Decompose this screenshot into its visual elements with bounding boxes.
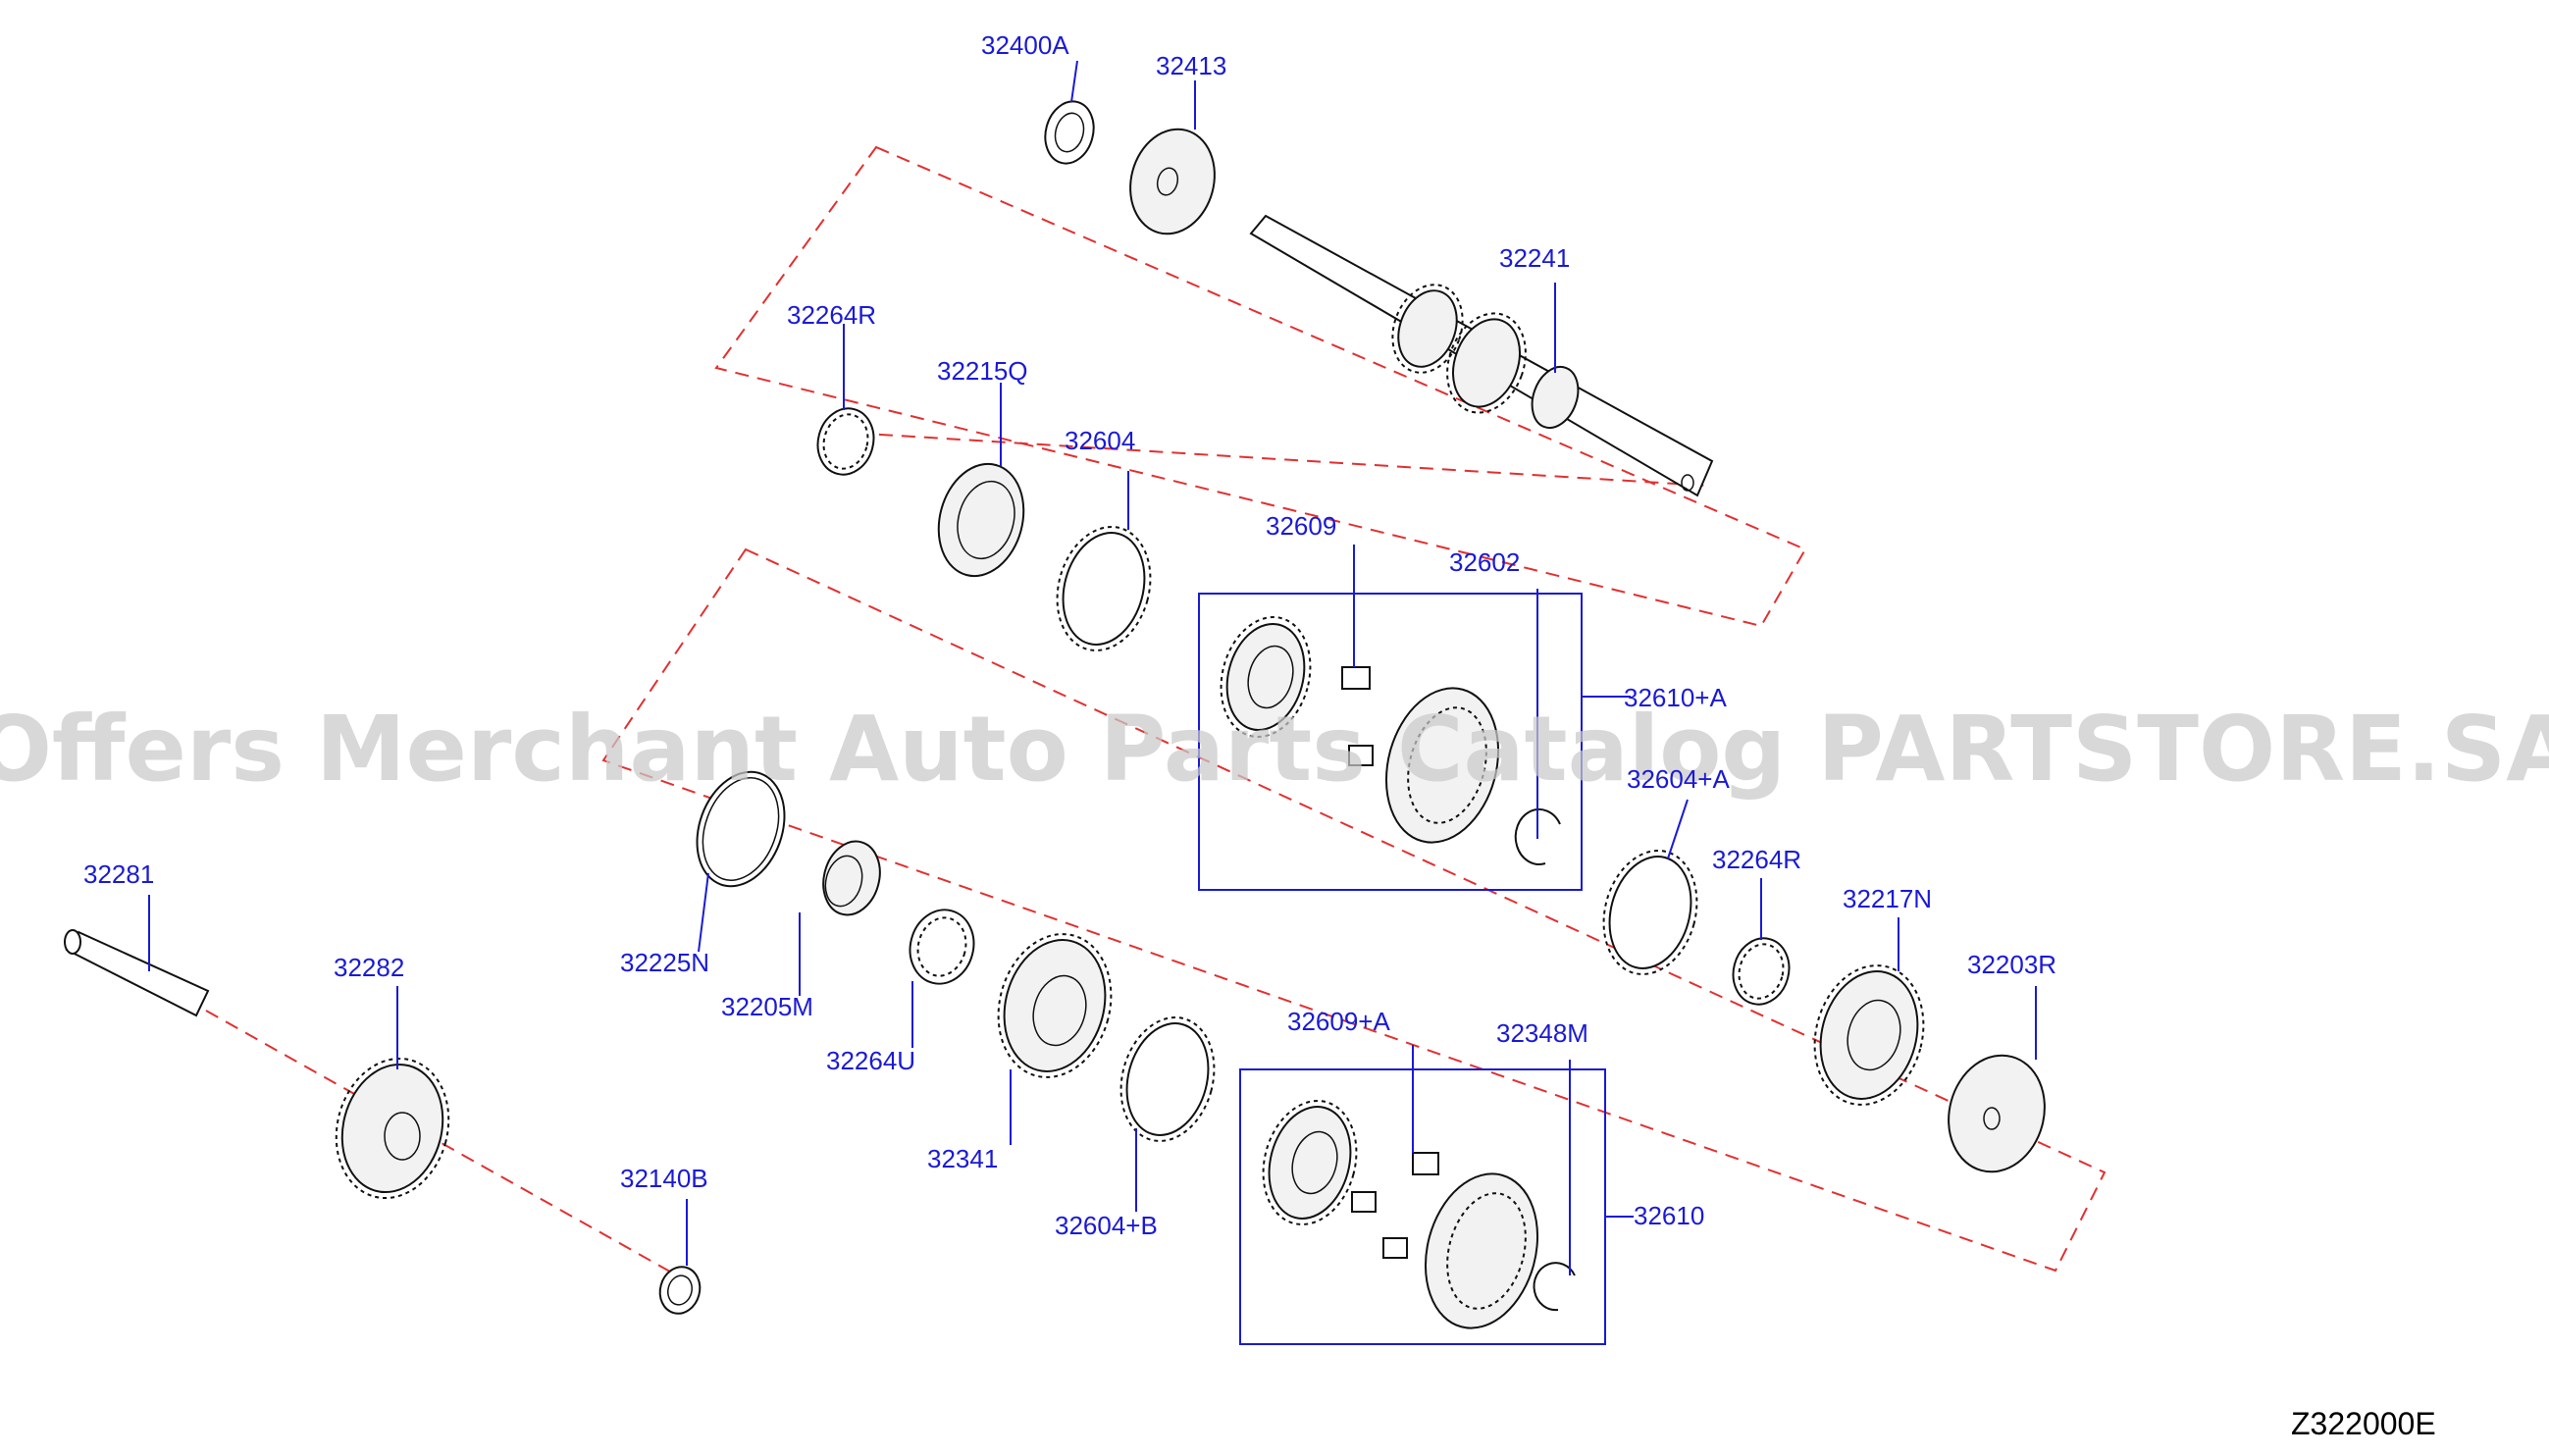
synchro-ring-32604[interactable] <box>1044 516 1164 660</box>
callout-32282[interactable]: 32282 <box>334 953 404 982</box>
callout-32264U[interactable]: 32264U <box>826 1046 915 1075</box>
synchronizer-box-upper <box>1198 593 1583 891</box>
bushing-32205M[interactable] <box>815 835 888 921</box>
callout-32413[interactable]: 32413 <box>1156 51 1226 80</box>
callout-32205M[interactable]: 32205M <box>721 992 813 1021</box>
mainshaft-32241[interactable] <box>1249 214 1714 497</box>
gear-32341[interactable] <box>983 921 1126 1090</box>
needle-bearing-32264R-top[interactable] <box>810 402 881 481</box>
shifting-key-32609A[interactable] <box>1351 1152 1439 1259</box>
callout-32341[interactable]: 32341 <box>927 1144 998 1173</box>
needle-bearing-32264U[interactable] <box>902 903 981 991</box>
leader-lines <box>148 60 2037 1275</box>
spacer-32413[interactable] <box>1118 120 1225 243</box>
upper-assembly-outline <box>714 145 1807 628</box>
countershaft-centerline <box>205 1010 678 1276</box>
synchro-hub-lower[interactable] <box>1250 1090 1370 1234</box>
callout-32604[interactable]: 32604 <box>1065 426 1135 455</box>
synchro-ring-32604B[interactable] <box>1108 1007 1227 1151</box>
callout-32140B[interactable]: 32140B <box>620 1164 708 1193</box>
seal-32400A[interactable] <box>1039 96 1101 169</box>
callout-32225N[interactable]: 32225N <box>620 948 709 977</box>
callout-32604B[interactable]: 32604+B <box>1055 1211 1158 1240</box>
callout-32215Q[interactable]: 32215Q <box>937 356 1028 386</box>
shifting-key-32609[interactable] <box>1341 666 1374 766</box>
coupling-sleeve-lower[interactable] <box>1409 1161 1554 1340</box>
needle-bearing-32264R-mid[interactable] <box>1726 932 1796 1011</box>
o-ring-32225N[interactable] <box>682 759 800 898</box>
snap-ring-32348M[interactable] <box>1533 1262 1576 1312</box>
callout-32348M[interactable]: 32348M <box>1496 1018 1588 1048</box>
gear-32217N[interactable] <box>1799 953 1939 1117</box>
callout-32609A[interactable]: 32609+A <box>1287 1007 1390 1036</box>
synchro-ring-32604A[interactable] <box>1590 840 1710 984</box>
gear-32282[interactable] <box>321 1046 463 1211</box>
callout-32217N[interactable]: 32217N <box>1843 884 1932 913</box>
callout-32610A[interactable]: 32610+A <box>1624 683 1727 712</box>
spacer-32203R[interactable] <box>1936 1045 2057 1183</box>
watermark: Offers Merchant Auto Parts Catalog PARTS… <box>0 697 2549 802</box>
callout-32602[interactable]: 32602 <box>1449 547 1520 577</box>
callout-32203R[interactable]: 32203R <box>1967 950 2056 979</box>
callout-32604A[interactable]: 32604+A <box>1627 764 1730 794</box>
washer-32140B[interactable] <box>654 1263 704 1319</box>
callout-32400A[interactable]: 32400A <box>981 30 1069 60</box>
callout-32264R-top[interactable]: 32264R <box>787 300 876 330</box>
callout-32610[interactable]: 32610 <box>1634 1201 1704 1230</box>
coupling-sleeve-upper[interactable] <box>1370 675 1515 855</box>
callout-32281[interactable]: 32281 <box>83 859 154 889</box>
callout-32241[interactable]: 32241 <box>1499 243 1570 273</box>
input-shaft-centerline <box>833 431 1708 487</box>
callout-32609[interactable]: 32609 <box>1266 511 1336 541</box>
synchro-hub-upper[interactable] <box>1208 607 1323 748</box>
gear-32215Q[interactable] <box>926 454 1035 586</box>
shaft-32281[interactable] <box>64 929 210 1017</box>
synchronizer-box-lower <box>1239 1068 1606 1345</box>
callout-32264R-mid[interactable]: 32264R <box>1712 845 1801 874</box>
diagram-reference-code: Z322000E <box>2291 1406 2436 1441</box>
